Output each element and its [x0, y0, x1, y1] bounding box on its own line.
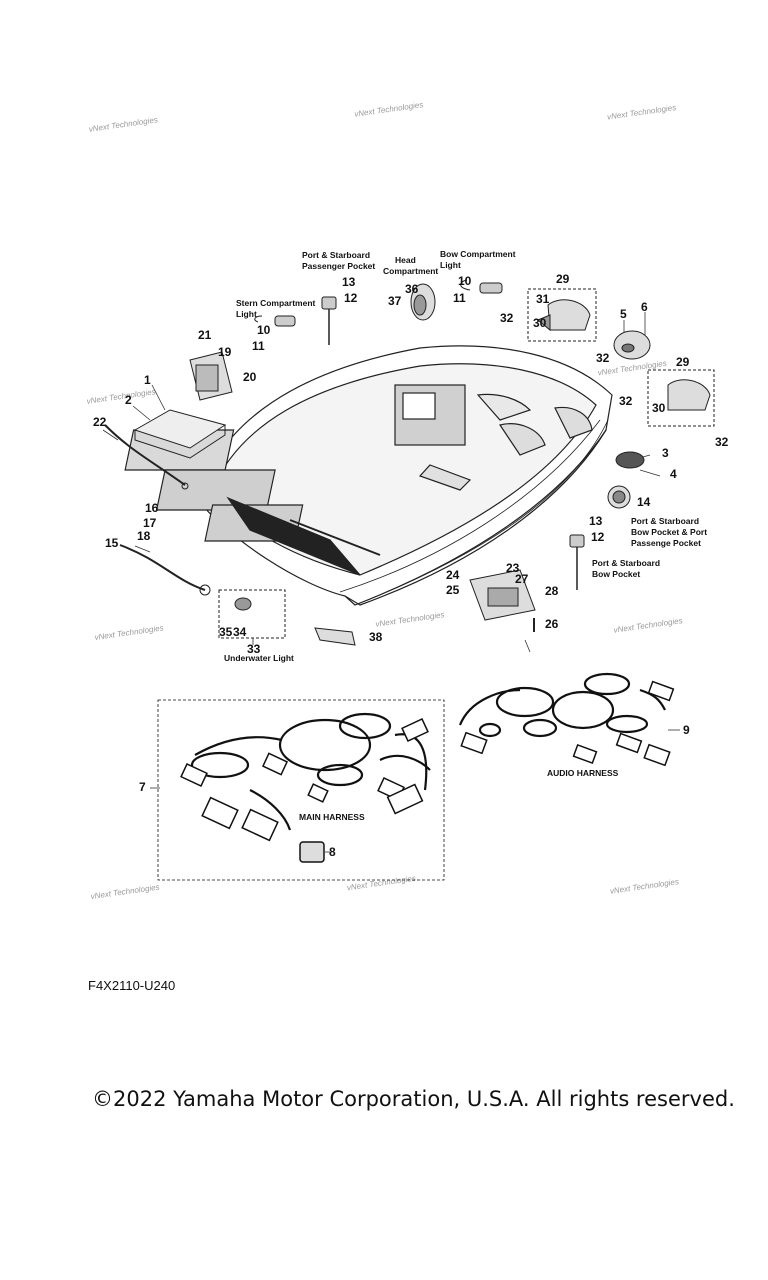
main-harness-connectors	[180, 718, 429, 863]
caption-passenger-pocket-line2: Passenger Pocket	[302, 261, 375, 271]
callout-32-a: 32	[500, 311, 514, 325]
callout-18: 18	[137, 529, 151, 543]
watermark: vNext Technologies	[94, 623, 164, 642]
callout-37: 37	[388, 294, 402, 308]
caption-stern-light-line2: Light	[236, 309, 257, 319]
caption-bow-light-line2: Light	[440, 260, 461, 270]
caption-bow-pocket-line1: Port & Starboard	[592, 558, 660, 568]
callout-5: 5	[620, 307, 627, 321]
callout-36: 36	[405, 282, 419, 296]
caption-bow-light-line1: Bow Compartment	[440, 249, 516, 259]
callout-11-stern: 11	[252, 339, 265, 353]
caption-bow-pocket-line2: Bow Pocket	[592, 569, 640, 579]
caption-audio-harness: AUDIO HARNESS	[547, 768, 619, 778]
caption-underwater-light: Underwater Light	[224, 653, 294, 663]
callout-6: 6	[641, 300, 648, 314]
callout-7: 7	[139, 780, 146, 794]
callout-30-left: 30	[533, 316, 547, 330]
audio-harness	[458, 672, 666, 738]
captions: Port & Starboard Passenger Pocket Head C…	[224, 249, 707, 822]
watermark: vNext Technologies	[354, 100, 424, 119]
callout-17: 17	[143, 516, 157, 530]
watermark: vNext Technologies	[346, 874, 416, 893]
callout-13-passenger: 13	[342, 275, 356, 289]
copyright-notice: ©2022 Yamaha Motor Corporation, U.S.A. A…	[92, 1087, 735, 1111]
watermark: vNext Technologies	[90, 882, 160, 901]
caption-bow-passenger-line2: Bow Pocket & Port	[631, 527, 707, 537]
callout-32-d: 32	[715, 435, 729, 449]
main-harness	[157, 699, 445, 881]
watermark: vNext Technologies	[607, 103, 677, 122]
watermark: vNext Technologies	[86, 387, 156, 406]
callout-15: 15	[105, 536, 119, 550]
components	[104, 279, 715, 646]
caption-passenger-pocket-line1: Port & Starboard	[302, 250, 370, 260]
callout-34: 34	[233, 625, 247, 639]
callout-2: 2	[125, 393, 132, 407]
callout-38: 38	[369, 630, 383, 644]
watermark: vNext Technologies	[375, 610, 445, 629]
callout-26: 26	[545, 617, 559, 631]
callout-35: 35	[219, 625, 233, 639]
callout-3: 3	[662, 446, 669, 460]
callout-12-passenger: 12	[344, 291, 358, 305]
callout-19: 19	[218, 345, 232, 359]
callout-9: 9	[683, 723, 690, 737]
callout-25: 25	[446, 583, 460, 597]
diagram-code: F4X2110-U240	[88, 978, 176, 993]
watermark: vNext Technologies	[88, 115, 158, 134]
caption-head-line2: Compartment	[383, 266, 438, 276]
caption-bow-passenger-line3: Passenge Pocket	[631, 538, 701, 548]
callout-30-right: 30	[652, 401, 666, 415]
audio-harness-connectors	[460, 680, 675, 767]
callout-8: 8	[329, 845, 336, 859]
callout-10-bow: 10	[458, 274, 472, 288]
callout-31: 31	[536, 292, 550, 306]
callout-27: 27	[515, 572, 529, 586]
callout-28: 28	[545, 584, 559, 598]
callout-numbers: 1 2 3 4 5 6 7 8 9 10 10 11 11 12 12 13 1…	[93, 272, 729, 859]
callout-11-bow: 11	[453, 291, 466, 305]
callout-23: 23	[506, 561, 520, 575]
caption-bow-passenger-line1: Port & Starboard	[631, 516, 699, 526]
callout-12-bow: 12	[591, 530, 605, 544]
callout-21: 21	[198, 328, 212, 342]
callout-14: 14	[637, 495, 651, 509]
caption-stern-light-line1: Stern Compartment	[236, 298, 316, 308]
boat-hull	[124, 345, 613, 606]
callout-22: 22	[93, 415, 107, 429]
watermark: vNext Technologies	[609, 877, 679, 896]
callout-32-c: 32	[619, 394, 633, 408]
callout-10-stern: 10	[257, 323, 271, 337]
callout-24: 24	[446, 568, 460, 582]
callout-13-bow: 13	[589, 514, 603, 528]
callout-1: 1	[144, 373, 151, 387]
callout-4: 4	[670, 467, 677, 481]
callout-16: 16	[145, 501, 159, 515]
callout-29-right: 29	[676, 355, 690, 369]
callout-29-left: 29	[556, 272, 570, 286]
callout-32-b: 32	[596, 351, 610, 365]
caption-head-line1: Head	[395, 255, 416, 265]
watermark: vNext Technologies	[613, 616, 683, 635]
caption-main-harness: MAIN HARNESS	[299, 812, 365, 822]
callout-33: 33	[247, 642, 261, 656]
callout-20: 20	[243, 370, 257, 384]
